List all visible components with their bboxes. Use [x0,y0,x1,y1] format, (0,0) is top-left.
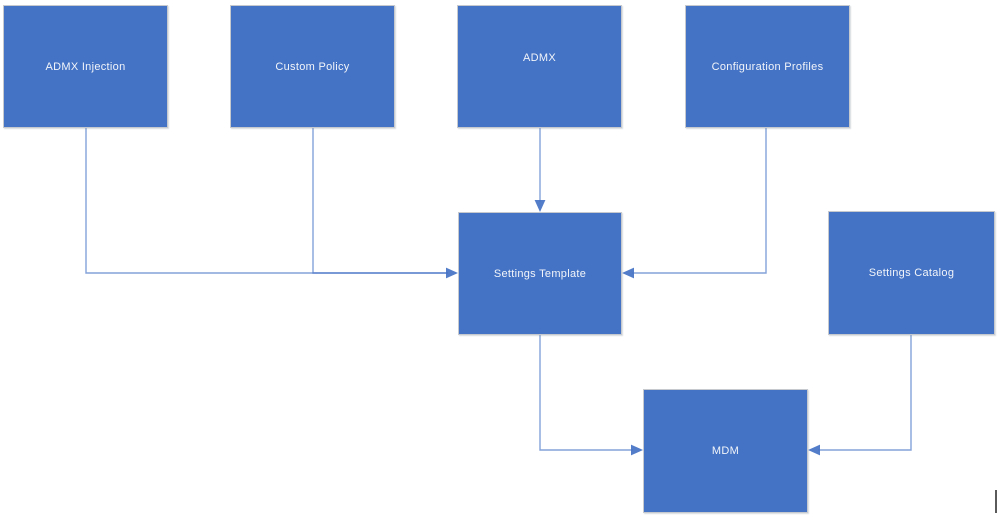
node-label: Configuration Profiles [711,60,824,73]
connector-settings-catalog-to-mdm [818,335,912,451]
node-settings-template[interactable]: Settings Template [458,212,622,335]
connector-settings-template-to-mdm [539,335,633,451]
node-label: Custom Policy [275,60,350,73]
node-label: Settings Catalog [868,267,955,279]
node-settings-catalog[interactable]: Settings Catalog [828,211,995,335]
arrowhead-into-mdm-right [808,444,820,456]
arrowhead-into-mdm-left [631,444,643,456]
connector-custom-policy-to-settings-template [312,128,448,274]
node-label: MDM [711,445,740,457]
arrowhead-into-settings-template-right [622,267,634,279]
node-admx-injection[interactable]: ADMX Injection [3,5,168,128]
text-cursor-artifact [995,490,997,513]
node-configuration-profiles[interactable]: Configuration Profiles [685,5,850,128]
arrowhead-into-settings-template-top [534,200,546,212]
node-admx[interactable]: ADMX [457,5,622,128]
node-label: ADMX [523,51,556,64]
connector-configuration-profiles-to-settings-template [632,128,767,274]
node-label: ADMX Injection [45,60,126,73]
arrowhead-into-settings-template-left [446,267,458,279]
node-label: Settings Template [493,267,587,280]
connector-admx-injection-to-settings-template [85,128,448,274]
node-mdm[interactable]: MDM [643,389,808,513]
node-custom-policy[interactable]: Custom Policy [230,5,395,128]
